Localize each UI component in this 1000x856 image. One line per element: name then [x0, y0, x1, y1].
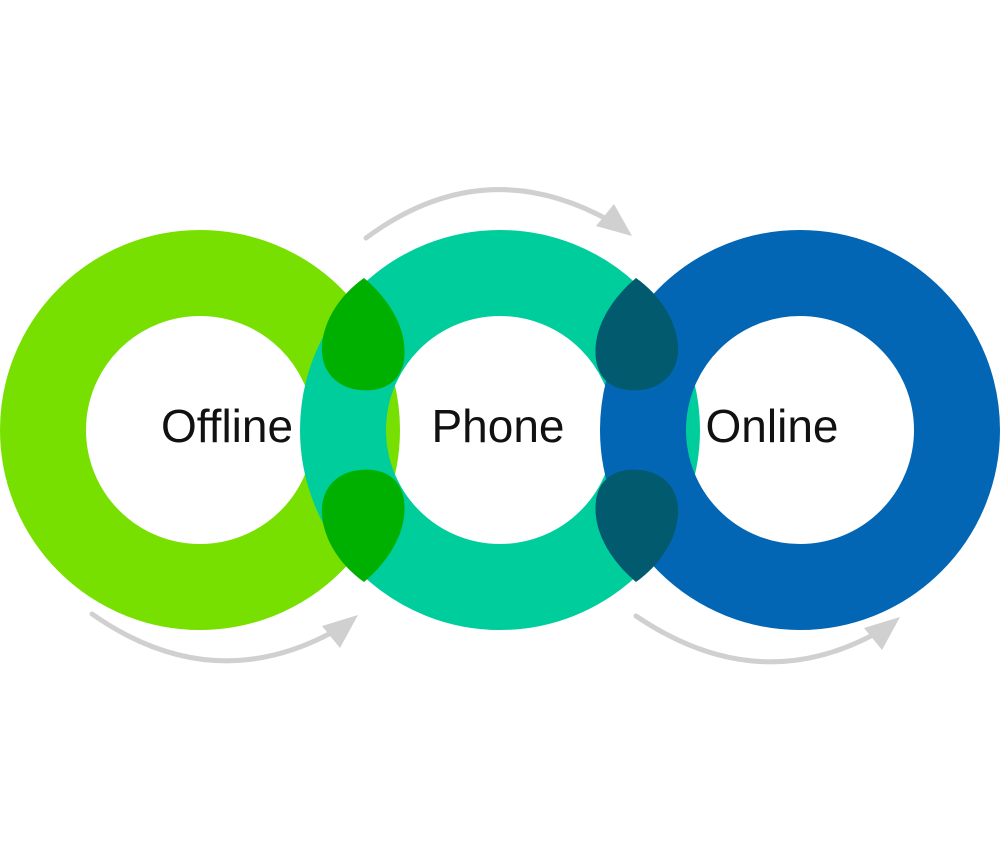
phone-online-overlap-bottom	[595, 469, 679, 582]
arrow-phone-to-online-bottom	[633, 613, 900, 665]
online-ring-shape	[600, 230, 1000, 630]
offline-phone-overlap-bottom	[321, 469, 405, 582]
offline-label: Offline	[161, 400, 293, 452]
online-label: Online	[706, 400, 839, 452]
phone-online-overlap-top	[595, 278, 679, 391]
offline-phone-overlap-top	[321, 278, 405, 391]
ring-online: Online	[600, 230, 1000, 630]
ring-overlaps	[321, 278, 679, 582]
arrow-offline-to-phone	[89, 611, 358, 664]
flow-arrows	[89, 187, 900, 665]
phone-label: Phone	[431, 400, 564, 452]
arrow-phone-to-online-top	[363, 187, 632, 241]
